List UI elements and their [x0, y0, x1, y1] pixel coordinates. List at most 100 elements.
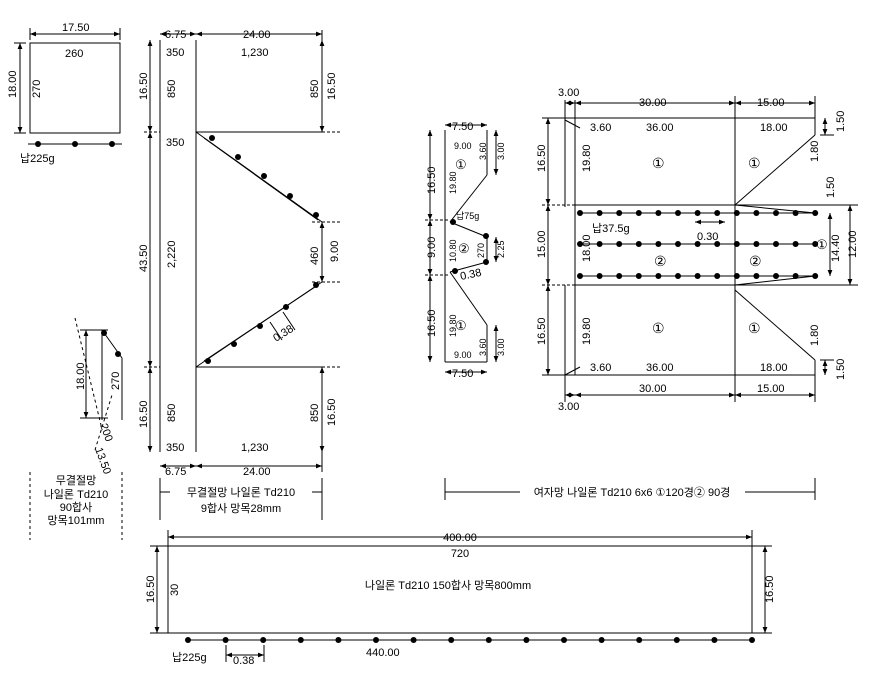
- dim-1500-bot: 15.00: [757, 383, 785, 395]
- float-dot: [235, 154, 241, 160]
- float-dot: [714, 210, 721, 216]
- float-dot: [792, 241, 799, 247]
- float-dot: [694, 210, 701, 216]
- mesh-1980-top-d: 19.80: [581, 144, 593, 172]
- dim-1200: 12.00: [847, 230, 859, 258]
- float-dot: [733, 241, 740, 247]
- lead-37-5: 납37.5g: [592, 222, 630, 235]
- float-dot: [410, 637, 417, 643]
- float-dot: [483, 233, 489, 239]
- float-dot: [655, 241, 662, 247]
- dim-225: 2.25: [496, 240, 506, 258]
- region-1-d: ①: [652, 320, 665, 336]
- float-dot: [792, 273, 799, 279]
- dim-180-top: 1.80: [809, 141, 821, 162]
- mesh-1800-mid: 18.00: [581, 234, 593, 262]
- dim-300-bot-d: 3.00: [558, 401, 579, 413]
- float-dot: [635, 210, 642, 216]
- caption-d-line1: 여자망 나일론 Td210 6x6 ①120경② 90경: [534, 485, 731, 499]
- dim-18: 18.00: [75, 362, 87, 390]
- panel-e-label: 나일론 Td210 150합사 망목800mm: [365, 578, 531, 592]
- caption-b-line1: 무결절망 나일론 Td210: [187, 485, 295, 499]
- panel-a: [14, 28, 122, 145]
- mesh-2220: 2,220: [166, 240, 178, 268]
- float-dot: [616, 210, 623, 216]
- mesh-850-r2: 850: [309, 404, 321, 422]
- panel-c: [425, 122, 499, 375]
- mesh-850-r1: 850: [309, 80, 321, 98]
- float-dot: [673, 637, 680, 643]
- float-dot: [261, 173, 267, 179]
- float-dots: [35, 135, 819, 643]
- float-dot: [773, 241, 779, 247]
- dim-150-top: 1.50: [835, 111, 847, 132]
- dim-038-c: 0.38: [459, 267, 482, 283]
- caption-a-line3: 90합사: [60, 501, 92, 514]
- mesh-1980-bot-c: 19.80: [448, 314, 458, 337]
- dim-24-top: 24.00: [243, 29, 271, 41]
- caption-brackets: [29, 472, 816, 540]
- float-dot: [313, 212, 319, 218]
- lead-225-e: 납225g: [172, 651, 207, 664]
- mesh-720: 720: [451, 548, 469, 560]
- dim-height: 18.00: [7, 70, 19, 98]
- float-dot: [675, 273, 681, 279]
- mesh-top: 260: [65, 48, 83, 60]
- lead-75: 납75g: [456, 211, 479, 221]
- mesh-270: 270: [110, 372, 122, 390]
- dim-300-bot: 3.00: [496, 338, 506, 356]
- float-dot: [448, 637, 455, 643]
- dim-300-top: 3.00: [496, 142, 506, 160]
- float-dot: [577, 273, 583, 279]
- float-dot: [694, 241, 701, 247]
- float-dot: [523, 637, 530, 643]
- float-dot: [596, 241, 603, 247]
- region-1-c: ①: [816, 237, 828, 252]
- dim-750-bot: 7.50: [452, 368, 473, 380]
- mesh-900-bot: 9.00: [454, 350, 472, 360]
- float-dot: [773, 210, 779, 216]
- region-1-e: ①: [748, 320, 761, 336]
- float-dot: [485, 637, 492, 643]
- float-dot: [753, 241, 760, 247]
- float-dot: [675, 210, 681, 216]
- region-1-b: ①: [748, 155, 761, 171]
- dim-1650-bot-c: 16.50: [426, 309, 438, 337]
- dim-675-top: 6.75: [165, 29, 186, 41]
- float-dot: [655, 273, 662, 279]
- mesh-850-l1: 850: [166, 80, 178, 98]
- mesh-350-b: 350: [166, 137, 184, 149]
- dim-400: 400.00: [443, 532, 477, 544]
- region-1-bot: ①: [455, 318, 467, 333]
- mesh-900-top: 9.00: [454, 141, 472, 151]
- mesh-360-bot: 3.60: [478, 338, 488, 356]
- mesh-200: 200: [97, 422, 115, 443]
- mesh-1440: 14.40: [830, 234, 842, 262]
- float-dot: [812, 241, 819, 247]
- float-dot: [616, 241, 623, 247]
- lead-weight: 납225g: [20, 152, 55, 165]
- mesh-3600-top: 36.00: [646, 122, 674, 134]
- float-dot: [655, 210, 662, 216]
- float-dot: [812, 210, 819, 216]
- float-dot: [598, 637, 605, 643]
- float-dot: [773, 273, 779, 279]
- mesh-270-c: 270: [476, 243, 486, 258]
- float-dot: [636, 637, 643, 643]
- float-dot: [257, 323, 263, 329]
- region-2-a: ②: [654, 253, 667, 269]
- float-dot: [792, 210, 799, 216]
- caption-b-line2: 9합사 망목28mm: [201, 502, 281, 515]
- float-dot: [35, 141, 41, 147]
- mesh-350-c: 350: [166, 442, 184, 454]
- dim-750-top: 7.50: [452, 121, 473, 133]
- float-dot: [616, 273, 623, 279]
- dim-1500-top: 15.00: [757, 97, 785, 109]
- dim-13-50: 13.50: [92, 446, 113, 476]
- region-2-c: ②: [458, 241, 470, 256]
- float-dot: [753, 273, 760, 279]
- float-dot: [72, 141, 78, 147]
- dim-180-bot: 1.80: [809, 325, 821, 346]
- caption-a-line4: 망목101mm: [48, 514, 105, 527]
